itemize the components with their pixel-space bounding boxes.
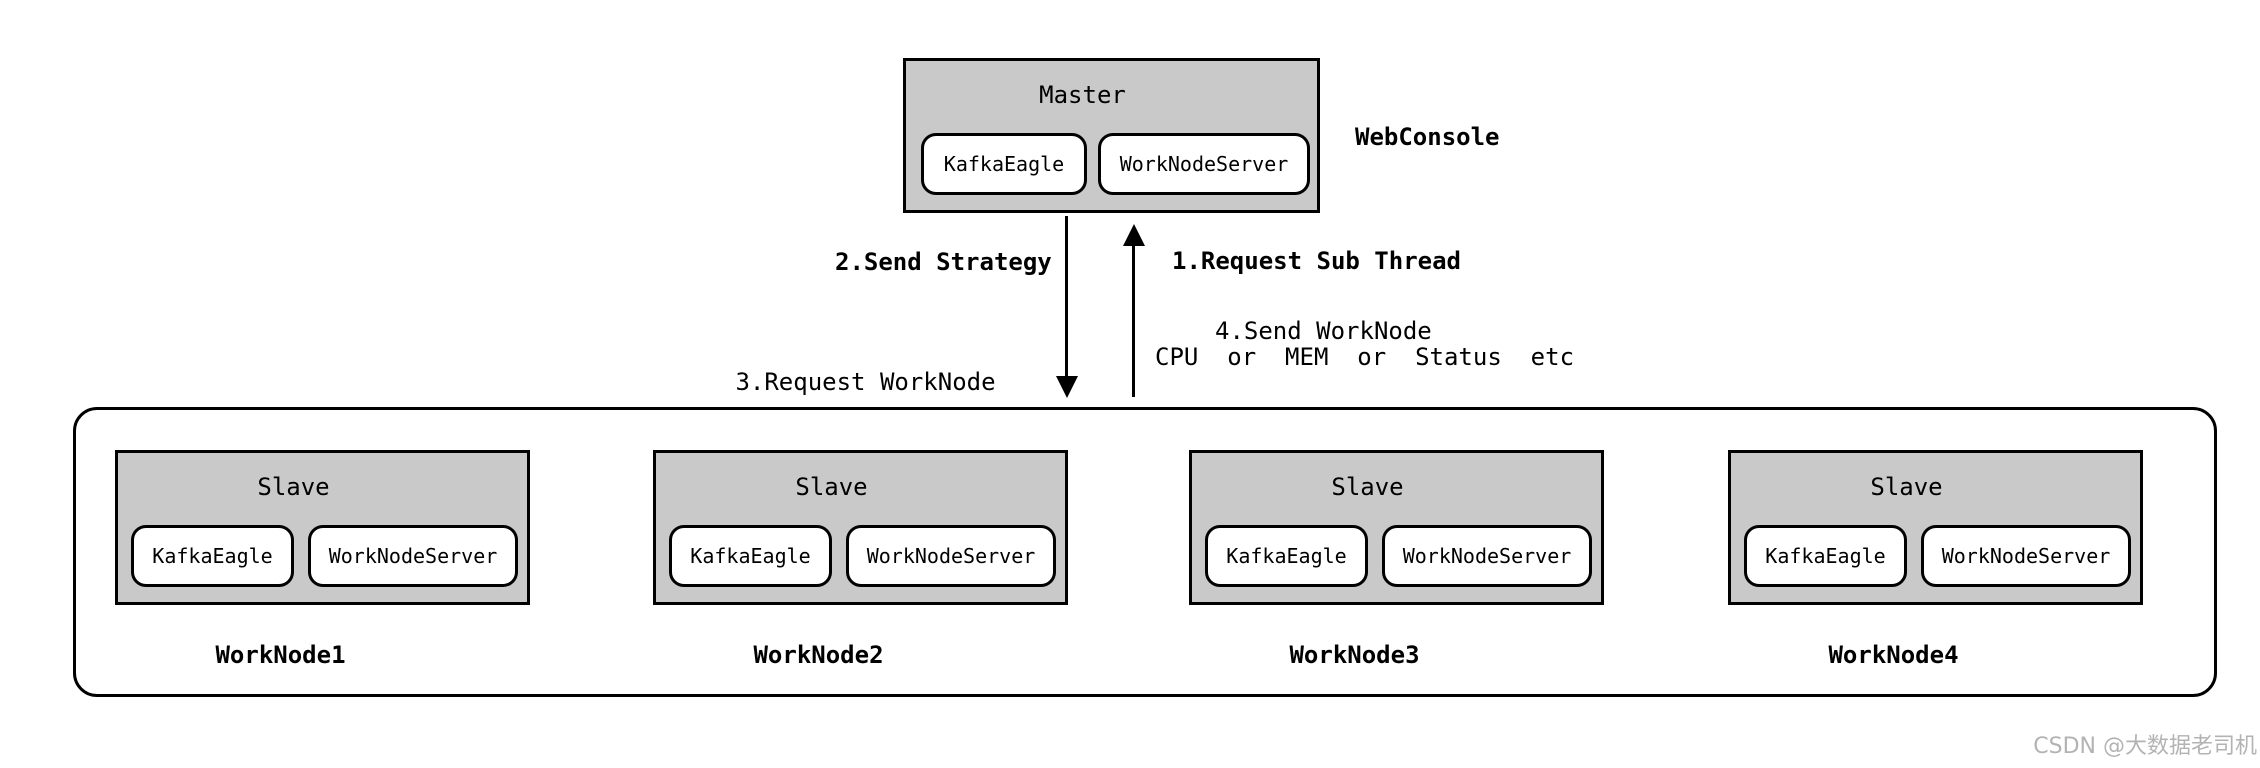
slave4-worknodeserver-box: WorkNodeServer <box>1921 525 2131 587</box>
csdn-watermark: CSDN @大数据老司机 <box>2033 734 2257 759</box>
worknode4-label: WorkNode4 <box>1828 641 1959 669</box>
slave4-worknodeserver-label: WorkNodeServer <box>1941 544 2111 568</box>
arrow-down-line <box>1065 216 1068 376</box>
arrow-up-head-icon <box>1123 224 1145 246</box>
slave1-kafkaeagle-box: KafkaEagle <box>131 525 294 587</box>
slave3-worknodeserver-box: WorkNodeServer <box>1382 525 1592 587</box>
worknode1-label: WorkNode1 <box>215 641 346 669</box>
slave1-kafkaeagle-label: KafkaEagle <box>152 544 273 568</box>
webconsole-label: WebConsole <box>1355 123 1500 151</box>
slave-node-2: Slave KafkaEagle WorkNodeServer <box>653 450 1068 605</box>
slave3-kafkaeagle-label: KafkaEagle <box>1226 544 1347 568</box>
master-title: Master <box>1039 81 1126 109</box>
slave1-worknodeserver-box: WorkNodeServer <box>308 525 518 587</box>
label-request-worknode-line1: 3.Request WorkNode <box>735 368 996 396</box>
master-kafkaeagle-box: KafkaEagle <box>921 133 1087 195</box>
worknode2-label: WorkNode2 <box>753 641 884 669</box>
label-send-worknode-line1: 4.Send WorkNode <box>1215 317 1432 345</box>
slave2-kafkaeagle-label: KafkaEagle <box>690 544 811 568</box>
slave-node-4: Slave KafkaEagle WorkNodeServer <box>1728 450 2143 605</box>
slave-node-1: Slave KafkaEagle WorkNodeServer <box>115 450 530 605</box>
master-kafkaeagle-label: KafkaEagle <box>943 152 1065 176</box>
slave-title: Slave <box>1870 473 1943 501</box>
arrow-down-head-icon <box>1056 376 1078 398</box>
slave-title: Slave <box>1331 473 1404 501</box>
label-request-sub-thread: 1.Request Sub Thread <box>1172 247 1461 275</box>
arrow-up-line <box>1132 246 1135 397</box>
worknode3-label: WorkNode3 <box>1289 641 1420 669</box>
label-send-worknode-line2: CPU or MEM or Status etc <box>1155 343 1575 371</box>
slave1-worknodeserver-label: WorkNodeServer <box>328 544 498 568</box>
slave3-worknodeserver-label: WorkNodeServer <box>1402 544 1572 568</box>
slave2-worknodeserver-label: WorkNodeServer <box>866 544 1036 568</box>
master-node: Master KafkaEagle WorkNodeServer <box>903 58 1320 213</box>
slave-title: Slave <box>257 473 330 501</box>
slave-node-3: Slave KafkaEagle WorkNodeServer <box>1189 450 1604 605</box>
slave-title: Slave <box>795 473 868 501</box>
slave2-worknodeserver-box: WorkNodeServer <box>846 525 1056 587</box>
slave4-kafkaeagle-label: KafkaEagle <box>1765 544 1886 568</box>
slave2-kafkaeagle-box: KafkaEagle <box>669 525 832 587</box>
label-send-strategy: 2.Send Strategy <box>835 248 1052 276</box>
master-worknodeserver-label: WorkNodeServer <box>1119 152 1289 176</box>
master-worknodeserver-box: WorkNodeServer <box>1098 133 1310 195</box>
slave3-kafkaeagle-box: KafkaEagle <box>1205 525 1368 587</box>
worknode-cluster: Slave KafkaEagle WorkNodeServer WorkNode… <box>73 407 2217 697</box>
slave4-kafkaeagle-box: KafkaEagle <box>1744 525 1907 587</box>
